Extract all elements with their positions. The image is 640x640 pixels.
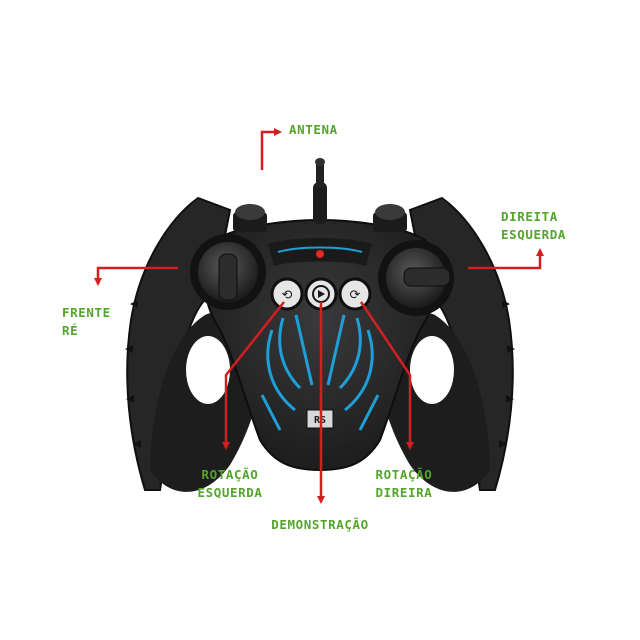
left-joystick: [190, 234, 266, 310]
callout-arrows: [94, 128, 544, 504]
label-demonstracao: DEMONSTRAÇÃO: [250, 516, 390, 534]
label-esquerda-text: ESQUERDA: [501, 227, 567, 242]
left-grip-hole: [186, 336, 230, 404]
label-frente-re: FRENTE RÉ: [62, 304, 111, 340]
label-antena-text: ANTENA: [289, 122, 338, 137]
remote-controller: ⟲ ⟳ RS: [125, 158, 515, 492]
arrow-antena: [260, 128, 282, 170]
right-joystick: [378, 240, 454, 316]
label-rotacao-esquerda-line1: ROTAÇÃO: [201, 467, 259, 482]
label-demonstracao-text: DEMONSTRAÇÃO: [271, 517, 369, 532]
label-rotacao-esquerda: ROTAÇÃO ESQUERDA: [188, 466, 272, 502]
arrow-rotacao-direita: [359, 301, 414, 450]
rotate-right-button: ⟳: [338, 277, 372, 311]
arrow-frente-re: [94, 266, 178, 286]
right-shoulder-knob: [373, 204, 407, 232]
label-direita-text: DIREITA: [501, 209, 558, 224]
robot-right-rotate-icon: ⟳: [350, 288, 361, 303]
label-rotacao-direita-line2: DIREIRA: [375, 485, 433, 500]
rotate-left-button: ⟲: [270, 277, 304, 311]
label-re-text: RÉ: [62, 323, 79, 338]
antenna: [313, 158, 327, 224]
arrow-rotacao-esquerda: [222, 301, 285, 450]
power-led: [316, 250, 324, 258]
label-rotacao-esquerda-line2: ESQUERDA: [197, 485, 263, 500]
arrow-direita-esquerda: [468, 248, 544, 270]
left-shoulder-knob: [233, 204, 267, 232]
play-demo-icon: [318, 290, 325, 298]
label-direita-esquerda: DIREITA ESQUERDA: [501, 208, 566, 244]
grip-spikes: [125, 300, 515, 448]
right-grip-hole: [410, 336, 454, 404]
label-rotacao-direita: ROTAÇÃO DIREIRA: [362, 466, 446, 502]
label-rotacao-direita-line1: ROTAÇÃO: [375, 467, 433, 482]
label-antena: ANTENA: [289, 121, 338, 139]
blue-decor: [260, 314, 380, 431]
label-frente-text: FRENTE: [62, 305, 111, 320]
robot-left-rotate-icon: ⟲: [282, 288, 293, 303]
